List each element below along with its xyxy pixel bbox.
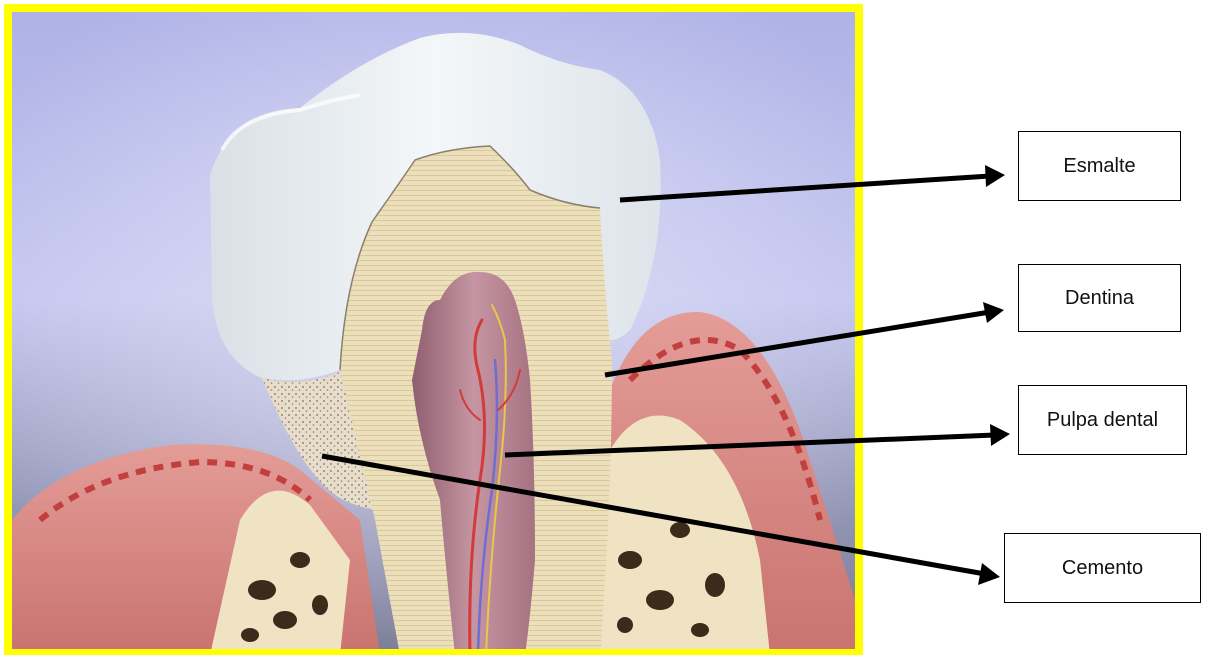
label-cemento: Cemento <box>1004 533 1201 603</box>
label-esmalte: Esmalte <box>1018 131 1181 201</box>
label-pulpa-dental: Pulpa dental <box>1018 385 1187 455</box>
label-dentina: Dentina <box>1018 264 1181 332</box>
